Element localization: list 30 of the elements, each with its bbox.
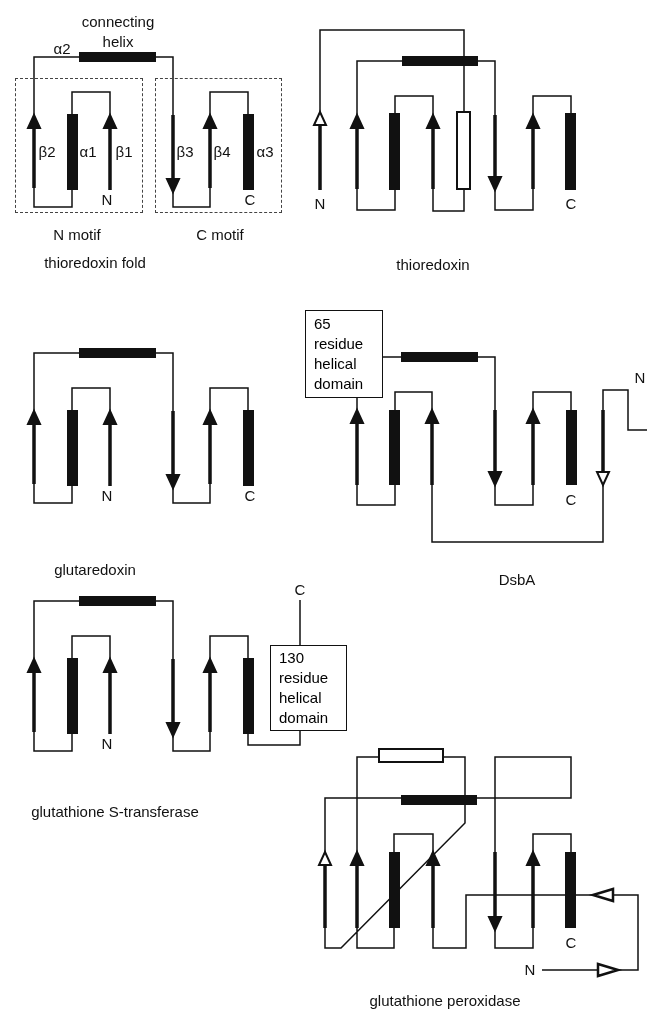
panel-title: glutaredoxin xyxy=(54,561,136,579)
panel-title: glutathione peroxidase xyxy=(369,992,521,1010)
strand-label: β2 xyxy=(38,143,56,161)
motif-label: C motif xyxy=(196,226,244,244)
terminus-label: N xyxy=(524,961,536,979)
motif-label: N motif xyxy=(53,226,101,244)
terminus-label: N xyxy=(101,735,113,753)
terminus-label: C xyxy=(244,487,256,505)
panel-title: glutathione S-transferase xyxy=(31,803,199,821)
panel-title: DsbA xyxy=(498,571,536,589)
terminus-label: C xyxy=(244,191,256,209)
terminus-label: N xyxy=(101,191,113,209)
panel-title: thioredoxin fold xyxy=(44,254,146,272)
terminus-label: N xyxy=(634,369,646,387)
terminus-label: C xyxy=(565,491,577,509)
terminus-label: N xyxy=(314,195,326,213)
helix-label: connecting helix xyxy=(80,12,156,52)
terminus-label: C xyxy=(565,195,577,213)
domain-box: 65 residue helical domain xyxy=(305,310,383,398)
strand-label: β1 xyxy=(115,143,133,161)
terminus-label: C xyxy=(294,581,306,599)
terminus-label: N xyxy=(101,487,113,505)
helix-label: α2 xyxy=(53,40,71,58)
strand-label: β3 xyxy=(176,143,194,161)
helix-label: α3 xyxy=(256,143,274,161)
domain-box: 130 residue helical domain xyxy=(270,645,347,731)
panel-title: thioredoxin xyxy=(396,256,470,274)
strand-label: β4 xyxy=(213,143,231,161)
terminus-label: C xyxy=(565,934,577,952)
helix-label: α1 xyxy=(79,143,97,161)
